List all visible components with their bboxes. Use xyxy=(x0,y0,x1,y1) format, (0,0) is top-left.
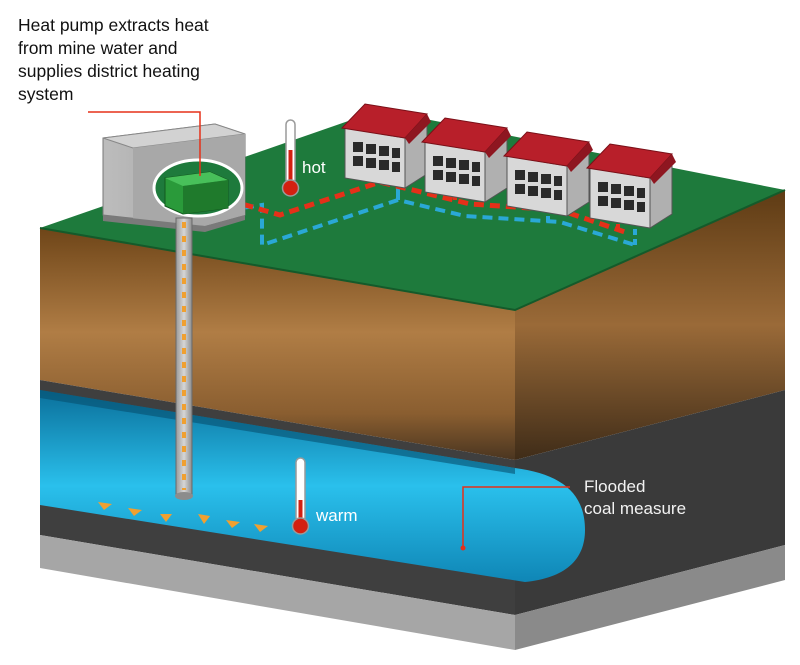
block-side-soil xyxy=(515,190,785,460)
warm-label: warm xyxy=(316,506,358,525)
callout-line-3: supplies district heating xyxy=(18,61,200,81)
ground-edge xyxy=(39,189,786,312)
hot-thermometer-icon xyxy=(281,119,300,197)
water-flow-arrows xyxy=(98,502,268,532)
heat-pump-unit xyxy=(164,171,229,215)
callout-leader-line xyxy=(88,111,201,176)
flooded-label-line-2: coal measure xyxy=(584,499,687,518)
house-1 xyxy=(340,103,431,189)
callout-line-4: system xyxy=(18,84,74,104)
house-3 xyxy=(502,131,593,217)
mine-shaft xyxy=(175,217,193,497)
hot-label: hot xyxy=(302,158,326,177)
callout-line-2: from mine water and xyxy=(18,38,178,58)
flooded-label-line-1: Flooded xyxy=(584,477,646,496)
heat-pump-callout: Heat pump extracts heat from mine water … xyxy=(18,14,278,106)
coal-measure-leader-line xyxy=(462,486,570,548)
shaft-bottom xyxy=(175,492,193,500)
bedrock-layer xyxy=(40,535,515,650)
callout-line-1: Heat pump extracts heat xyxy=(18,15,209,35)
flooded-coal-measure-label: Flooded coal measure xyxy=(584,476,686,520)
block-side-bedrock xyxy=(515,545,785,650)
block-side-rock xyxy=(515,390,785,615)
house-2 xyxy=(420,117,511,203)
soil-layer xyxy=(40,228,515,460)
warm-thermometer-icon xyxy=(291,457,310,535)
house-4 xyxy=(585,143,676,229)
water-seam-top-shadow xyxy=(40,390,515,474)
coal-measure-leader-dot xyxy=(460,545,466,551)
